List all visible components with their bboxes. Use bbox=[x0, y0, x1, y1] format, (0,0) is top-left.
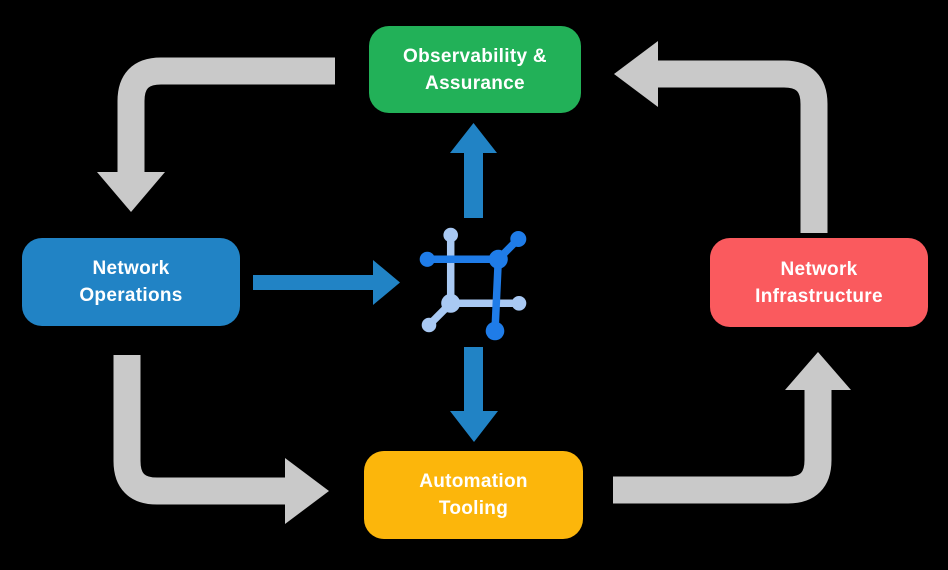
node-network-infrastructure: Network Infrastructure bbox=[710, 238, 928, 327]
node-observability-assurance-label: Observability & Assurance bbox=[403, 45, 547, 94]
arrow-center-to-observability bbox=[450, 123, 497, 218]
node-network-operations-label: Network Operations bbox=[79, 258, 183, 306]
arrow-operations-to-center bbox=[253, 260, 400, 305]
network-mesh-icon-light-part bbox=[421, 227, 527, 333]
arrow-infrastructure-to-observability bbox=[614, 41, 828, 233]
node-network-operations: Network Operations bbox=[22, 238, 240, 326]
network-mesh-icon-dark-part bbox=[419, 231, 527, 341]
node-automation-tooling: Automation Tooling bbox=[364, 451, 583, 539]
node-observability-assurance: Observability & Assurance bbox=[369, 26, 581, 113]
node-automation-tooling-label: Automation Tooling bbox=[419, 471, 528, 519]
arrow-observability-to-operations bbox=[97, 57, 335, 212]
node-network-infrastructure-label: Network Infrastructure bbox=[755, 258, 883, 307]
arrow-automation-to-infrastructure bbox=[613, 352, 851, 504]
arrow-center-to-automation bbox=[450, 347, 498, 442]
network-mesh-icon bbox=[419, 227, 527, 341]
arrow-operations-to-automation bbox=[113, 355, 329, 524]
